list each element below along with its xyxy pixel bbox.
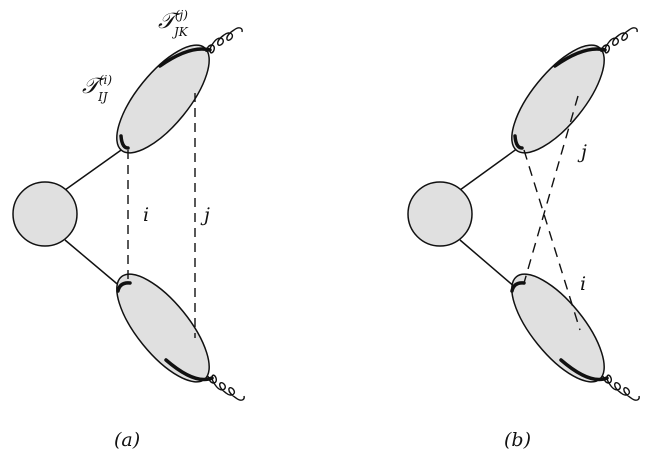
panel-b: j i (b) bbox=[407, 27, 640, 451]
panel-a-lower-jet-ellipse bbox=[116, 273, 210, 383]
panel-b-lower-leg bbox=[459, 239, 517, 289]
panel-a-caption: (a) bbox=[114, 429, 140, 451]
panel-a-upper-leg bbox=[64, 147, 125, 191]
panel-b-vertex-blob bbox=[407, 181, 473, 247]
panel-a-exchange-label-j: j bbox=[200, 204, 210, 226]
panel-b-upper-leg bbox=[459, 147, 519, 191]
panel-b-upper-gluon bbox=[600, 27, 638, 54]
panel-a-upper-jet-edge-bottom bbox=[119, 134, 130, 150]
panel-b-exchange-label-i: i bbox=[580, 273, 586, 295]
panel-b-caption: (b) bbox=[504, 429, 531, 451]
panel-b-exchange-line-j bbox=[523, 149, 581, 331]
panel-a-label-mid: 𝒯(i)IJ bbox=[82, 73, 112, 104]
panel-b-lower-jet-edge-top bbox=[510, 281, 526, 293]
panel-a-label-top: 𝒯(j)JK bbox=[158, 8, 189, 39]
panel-a-exchange-label-i: i bbox=[143, 204, 149, 226]
panel-b-lower-gluon bbox=[602, 374, 640, 401]
panel-a-vertex-blob bbox=[12, 181, 78, 247]
panel-b-exchange-line-i bbox=[523, 95, 579, 284]
panel-b-lower-jet-ellipse bbox=[511, 273, 605, 383]
panel-a-upper-gluon bbox=[205, 27, 243, 54]
panel-b-exchange-label-j: j bbox=[577, 141, 587, 163]
panel-a-lower-leg bbox=[64, 239, 123, 289]
panel-a-lower-jet-edge-top bbox=[116, 281, 132, 293]
panel-b-upper-jet-edge-bottom bbox=[513, 134, 524, 150]
panel-a: 𝒯(j)JK 𝒯(i)IJ i j (a) bbox=[12, 8, 245, 451]
panel-a-lower-gluon bbox=[207, 374, 245, 401]
